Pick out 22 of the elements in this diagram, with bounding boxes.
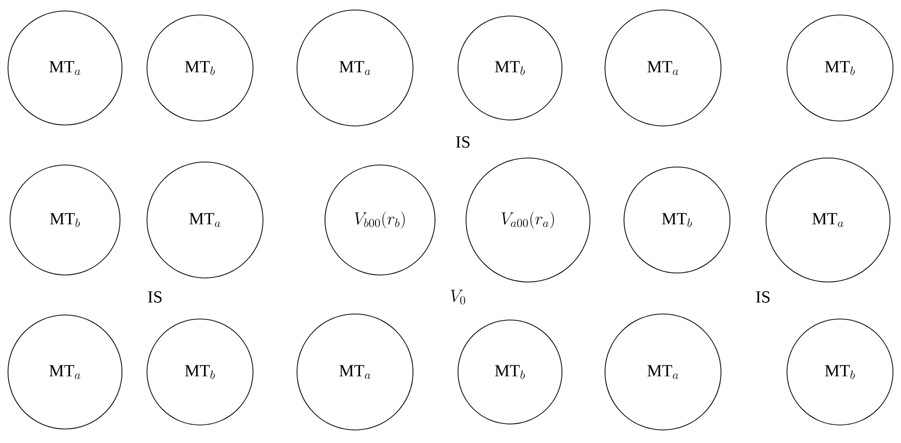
circle-node: $\mathrm{MT}_b$ [458,320,562,424]
circle-node: $\mathrm{MT}_a$ [296,314,414,430]
region-label: IS [756,291,770,303]
circle-node: $\mathrm{MT}_b$ [624,166,730,274]
circle-node: $\mathrm{MT}_b$ [786,318,894,426]
region-label: IS [148,291,162,303]
circle-node: $\mathrm{MT}_a$ [8,314,122,430]
circle-node: $\mathrm{MT}_b$ [786,14,894,122]
region-label: IS [456,136,470,148]
circle-node: $\mathrm{MT}_b$ [10,164,120,276]
region-label: $V_0$ [450,290,466,304]
circle-node: $V_{a00}(r_a)$ [466,158,590,282]
circle-node: $\mathrm{MT}_a$ [8,10,122,126]
circle-node: $\mathrm{MT}_a$ [766,158,890,282]
circle-node: $\mathrm{MT}_b$ [146,318,254,426]
circle-node: $\mathrm{MT}_a$ [296,10,414,126]
circle-node: $\mathrm{MT}_a$ [146,162,264,278]
circle-node: $\mathrm{MT}_b$ [146,14,254,122]
circle-node: $\mathrm{MT}_a$ [604,10,722,126]
circle-node: $V_{b00}(r_b)$ [324,164,436,276]
circle-node: $\mathrm{MT}_b$ [458,16,562,120]
circle-node: $\mathrm{MT}_a$ [604,314,722,430]
